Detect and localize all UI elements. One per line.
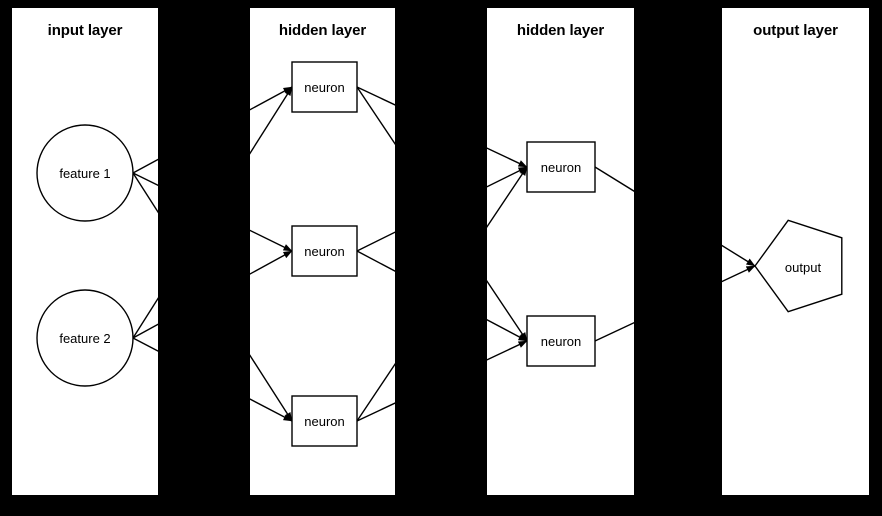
node-label-output: output	[784, 260, 822, 275]
layer-panel-input: input layer	[12, 8, 158, 495]
layer-title-output: output layer	[753, 22, 838, 39]
node-label-hidden1-neuron-1: neuron	[304, 80, 345, 95]
layer-panel-output: output layer	[722, 8, 869, 495]
layer-title-input: input layer	[47, 22, 123, 39]
layer-panel-hidden2: hidden layer	[487, 8, 634, 495]
node-label-hidden1-neuron-3: neuron	[304, 414, 345, 429]
node-label-feature-2: feature 2	[59, 331, 111, 346]
layer-title-hidden1: hidden layer	[278, 22, 367, 39]
node-label-hidden2-neuron-2: neuron	[540, 334, 582, 349]
node-label-hidden2-neuron-1: neuron	[540, 160, 582, 175]
layer-title-hidden2: hidden layer	[516, 22, 605, 39]
node-label-hidden1-neuron-2: neuron	[304, 244, 345, 259]
node-label-feature-1: feature 1	[59, 166, 111, 181]
